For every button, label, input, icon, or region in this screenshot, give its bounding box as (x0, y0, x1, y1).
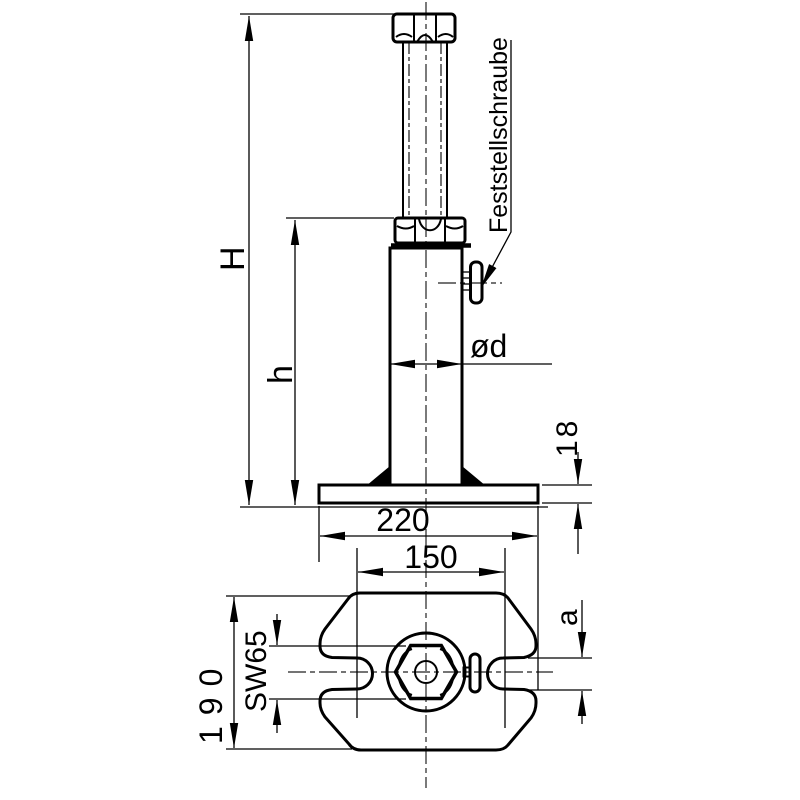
dimension-lines (229, 16, 587, 748)
plan-screw-knob (468, 652, 482, 694)
dim-label-slot-pitch: 150 (404, 539, 457, 575)
dim-label-diameter: ød (470, 328, 507, 364)
base-plate (317, 483, 540, 505)
leader-line-locking-screw (480, 40, 512, 289)
label-locking-screw: Feststellschraube (485, 37, 513, 233)
plan-view (318, 591, 538, 752)
center-lines (288, 2, 553, 788)
plan-boss-circle (385, 631, 467, 713)
lower-hex-nut-chamfer-arcs (396, 218, 464, 232)
top-hex-nut-chamfer-arcs (395, 33, 454, 43)
dim-label-plate-width: 220 (376, 502, 429, 538)
dim-label-wrench-size: SW65 (240, 630, 273, 712)
top-hex-nut (391, 12, 457, 44)
weld-fillet-left (366, 466, 390, 486)
dim-label-plate-thickness: 18 (551, 418, 584, 457)
dim-label-slot-width: a (551, 609, 584, 626)
dim-label-column-height: h (262, 365, 300, 384)
plan-outline (318, 591, 538, 752)
locking-screw-plan (462, 652, 482, 694)
plan-hex-chamfer-arcs (398, 648, 454, 696)
top-hex-nut-body (391, 12, 457, 44)
extension-lines (226, 13, 592, 750)
lower-hex-nut (391, 216, 471, 248)
plan-hex-nut (393, 643, 459, 701)
plan-center-hole (414, 660, 438, 684)
dimension-labels: H h ød 18 220 150 190 SW65 a Feststellsc… (193, 37, 584, 744)
weld-fillet-right (462, 466, 486, 486)
dim-label-plate-depth: 190 (193, 658, 229, 744)
threaded-spindle (402, 42, 448, 217)
lower-hex-nut-body (393, 216, 467, 245)
dim-label-overall-height: H (214, 246, 252, 271)
